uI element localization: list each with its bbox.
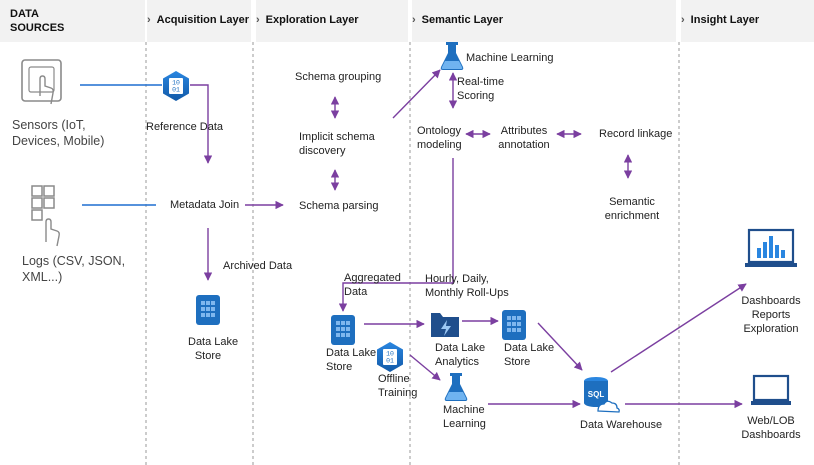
machine-learning-flask-icon	[440, 42, 464, 70]
header-data-sources: DATA SOURCES	[0, 0, 145, 42]
chevron-right-icon: ›	[147, 14, 151, 26]
ml-bottom-label: Machine Learning	[443, 404, 486, 430]
binary-hexagon-icon	[163, 71, 189, 101]
arrow-warehouse-to-dashboards	[610, 283, 747, 373]
machine-learning-flask-icon	[444, 373, 468, 401]
logs-label: Logs (CSV, JSON, XML...)	[22, 254, 126, 284]
chevron-right-icon: ›	[681, 14, 685, 26]
header-data-sources-line2: SOURCES	[10, 22, 65, 34]
schema-parsing-label: Schema parsing	[299, 200, 379, 212]
record-linkage-label: Record linkage	[599, 128, 673, 140]
data-warehouse-label: Data Warehouse	[580, 419, 663, 431]
semantic-store-label: Data Lake Store	[504, 342, 555, 368]
arrow-store-to-ml	[409, 354, 441, 381]
chevron-right-icon: ›	[412, 14, 416, 26]
sql-icon-label: SQL	[588, 390, 605, 399]
implicit-schema-label: Implicit schema discovery	[299, 131, 375, 157]
analytics-label: Data Lake Analytics	[435, 342, 486, 368]
bar-chart-laptop-icon	[745, 228, 797, 267]
flow-arrows	[190, 69, 747, 409]
arrow-store-to-warehouse	[537, 322, 583, 371]
lob-dashboards-label: Web/LOB Dashboards	[741, 415, 801, 441]
chevron-right-icon: ›	[256, 14, 260, 26]
realtime-scoring-label: Real-time Scoring	[457, 76, 505, 102]
header-semantic-label: Semantic Layer	[421, 14, 503, 26]
header-exploration-label: Exploration Layer	[265, 14, 359, 26]
data-lake-store-icon	[502, 310, 526, 340]
header-semantic: › Semantic Layer	[412, 0, 676, 42]
offline-training-label: Offline Training	[378, 373, 418, 399]
ml-top-label: Machine Learning	[466, 52, 554, 64]
data-lake-store-icon	[331, 315, 355, 345]
laptop-icon	[751, 374, 791, 405]
semantic-enrichment-label: Semantic enrichment	[604, 196, 660, 222]
sql-database-icon: SQL	[584, 377, 620, 413]
aggregated-data-label: Aggregated Data	[344, 272, 401, 298]
rollups-label: Hourly, Daily, Monthly Roll-Ups	[425, 273, 509, 299]
dashboards-reports-label: Dashboards Reports Exploration	[741, 295, 801, 335]
header-data-sources-line1: DATA	[10, 8, 39, 20]
arrow-ontology-to-store	[338, 158, 454, 312]
attributes-annotation-label: Attributes annotation	[498, 125, 550, 151]
ontology-modeling-label: Ontology modeling	[417, 125, 462, 151]
header-exploration: › Exploration Layer	[256, 0, 408, 42]
metadata-join-label: Metadata Join	[170, 199, 240, 211]
arrow-to-ml	[392, 69, 441, 119]
header-acquisition-label: Acquisition Layer	[156, 14, 249, 26]
logs-grid-icon	[31, 185, 60, 247]
arrow-reference-to-join	[190, 84, 213, 164]
header-insight: › Insight Layer	[681, 0, 814, 42]
binary-hexagon-icon	[377, 342, 403, 372]
sensor-touch-icon	[21, 59, 62, 105]
archived-data-label: Archived Data	[223, 260, 293, 272]
header-insight-label: Insight Layer	[690, 14, 760, 26]
schema-grouping-label: Schema grouping	[295, 71, 382, 83]
acquisition-store-label: Data Lake Store	[188, 336, 239, 362]
header-acquisition: › Acquisition Layer	[147, 0, 251, 42]
data-lake-store-icon	[196, 295, 220, 325]
layer-separators	[145, 42, 680, 465]
analytics-folder-icon	[431, 313, 459, 337]
exploration-store-label: Data Lake Store	[326, 347, 377, 373]
sensors-label: Sensors (IoT, Devices, Mobile)	[12, 118, 105, 148]
reference-data-label: Reference Data	[146, 121, 224, 133]
